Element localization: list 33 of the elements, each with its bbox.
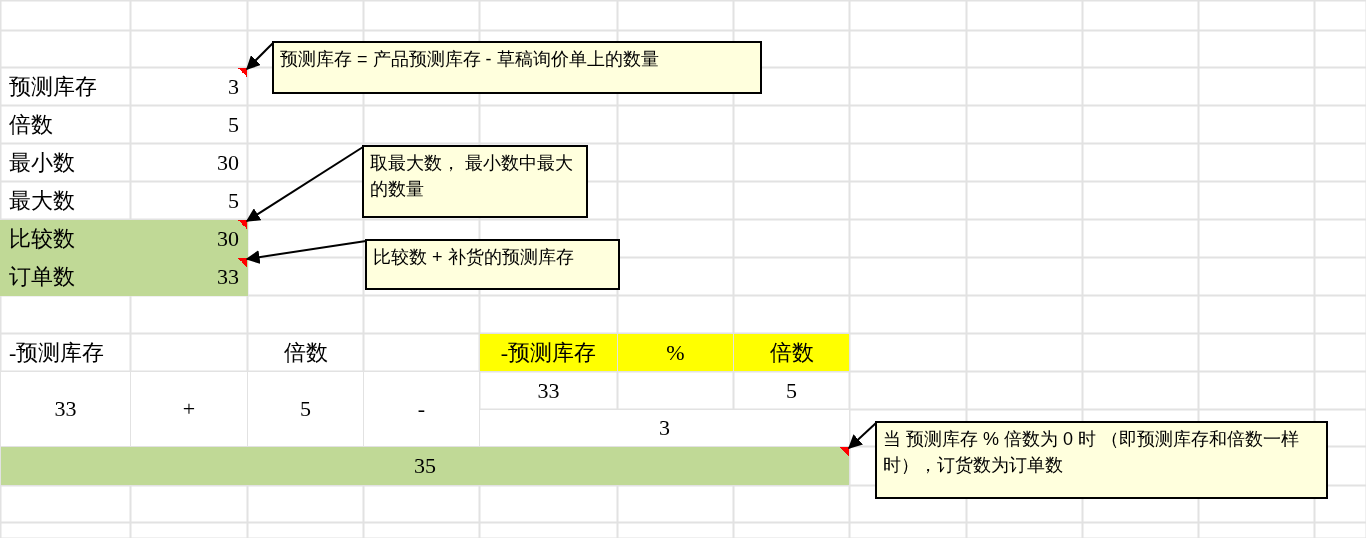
operator-symbol: + [131,372,247,446]
cell-value: 30 [216,148,240,177]
comment-note: 当 预测库存 % 倍数为 0 时 （即预测库存和倍数一样时），订货数为订单数 [875,421,1328,499]
leader-line [245,146,364,222]
operator-symbol: - [364,372,479,446]
column-header: -预测库存 [480,334,617,371]
comment-note: 预测库存 = 产品预测库存 - 草稿询价单上的数量 [272,41,762,94]
row-label: 最小数 [8,148,76,177]
operator-symbol: % [618,334,733,371]
column-header: 倍数 [734,334,849,371]
row-label: 比较数 [8,224,76,253]
cell-value: 30 [131,220,247,257]
cell-value: 33 [131,258,247,295]
column-header: 倍数 [282,338,329,367]
cell-value: 3 [480,410,849,446]
cell-value: 33 [536,376,561,405]
column-header: -预测库存 [8,338,106,367]
cell-value: 3 [131,68,247,105]
cell-value: 5 [248,372,363,446]
row-label: 最大数 [8,186,76,215]
cell-value: 5 [785,376,798,405]
row-label: 预测库存 [8,72,98,101]
row-label: 倍数 [8,110,54,139]
leader-line [847,422,877,449]
cell-value: 5 [227,186,240,215]
cell-value: 33 [1,372,130,446]
row-label: 订单数 [8,262,76,291]
comment-note: 比较数 + 补货的预测库存 [365,239,620,290]
comment-note: 取最大数， 最小数中最大的数量 [362,145,588,218]
result-bar: 35 [1,447,849,485]
cell-value: 5 [227,110,240,139]
leader-line [245,240,367,265]
leader-line [246,42,274,70]
